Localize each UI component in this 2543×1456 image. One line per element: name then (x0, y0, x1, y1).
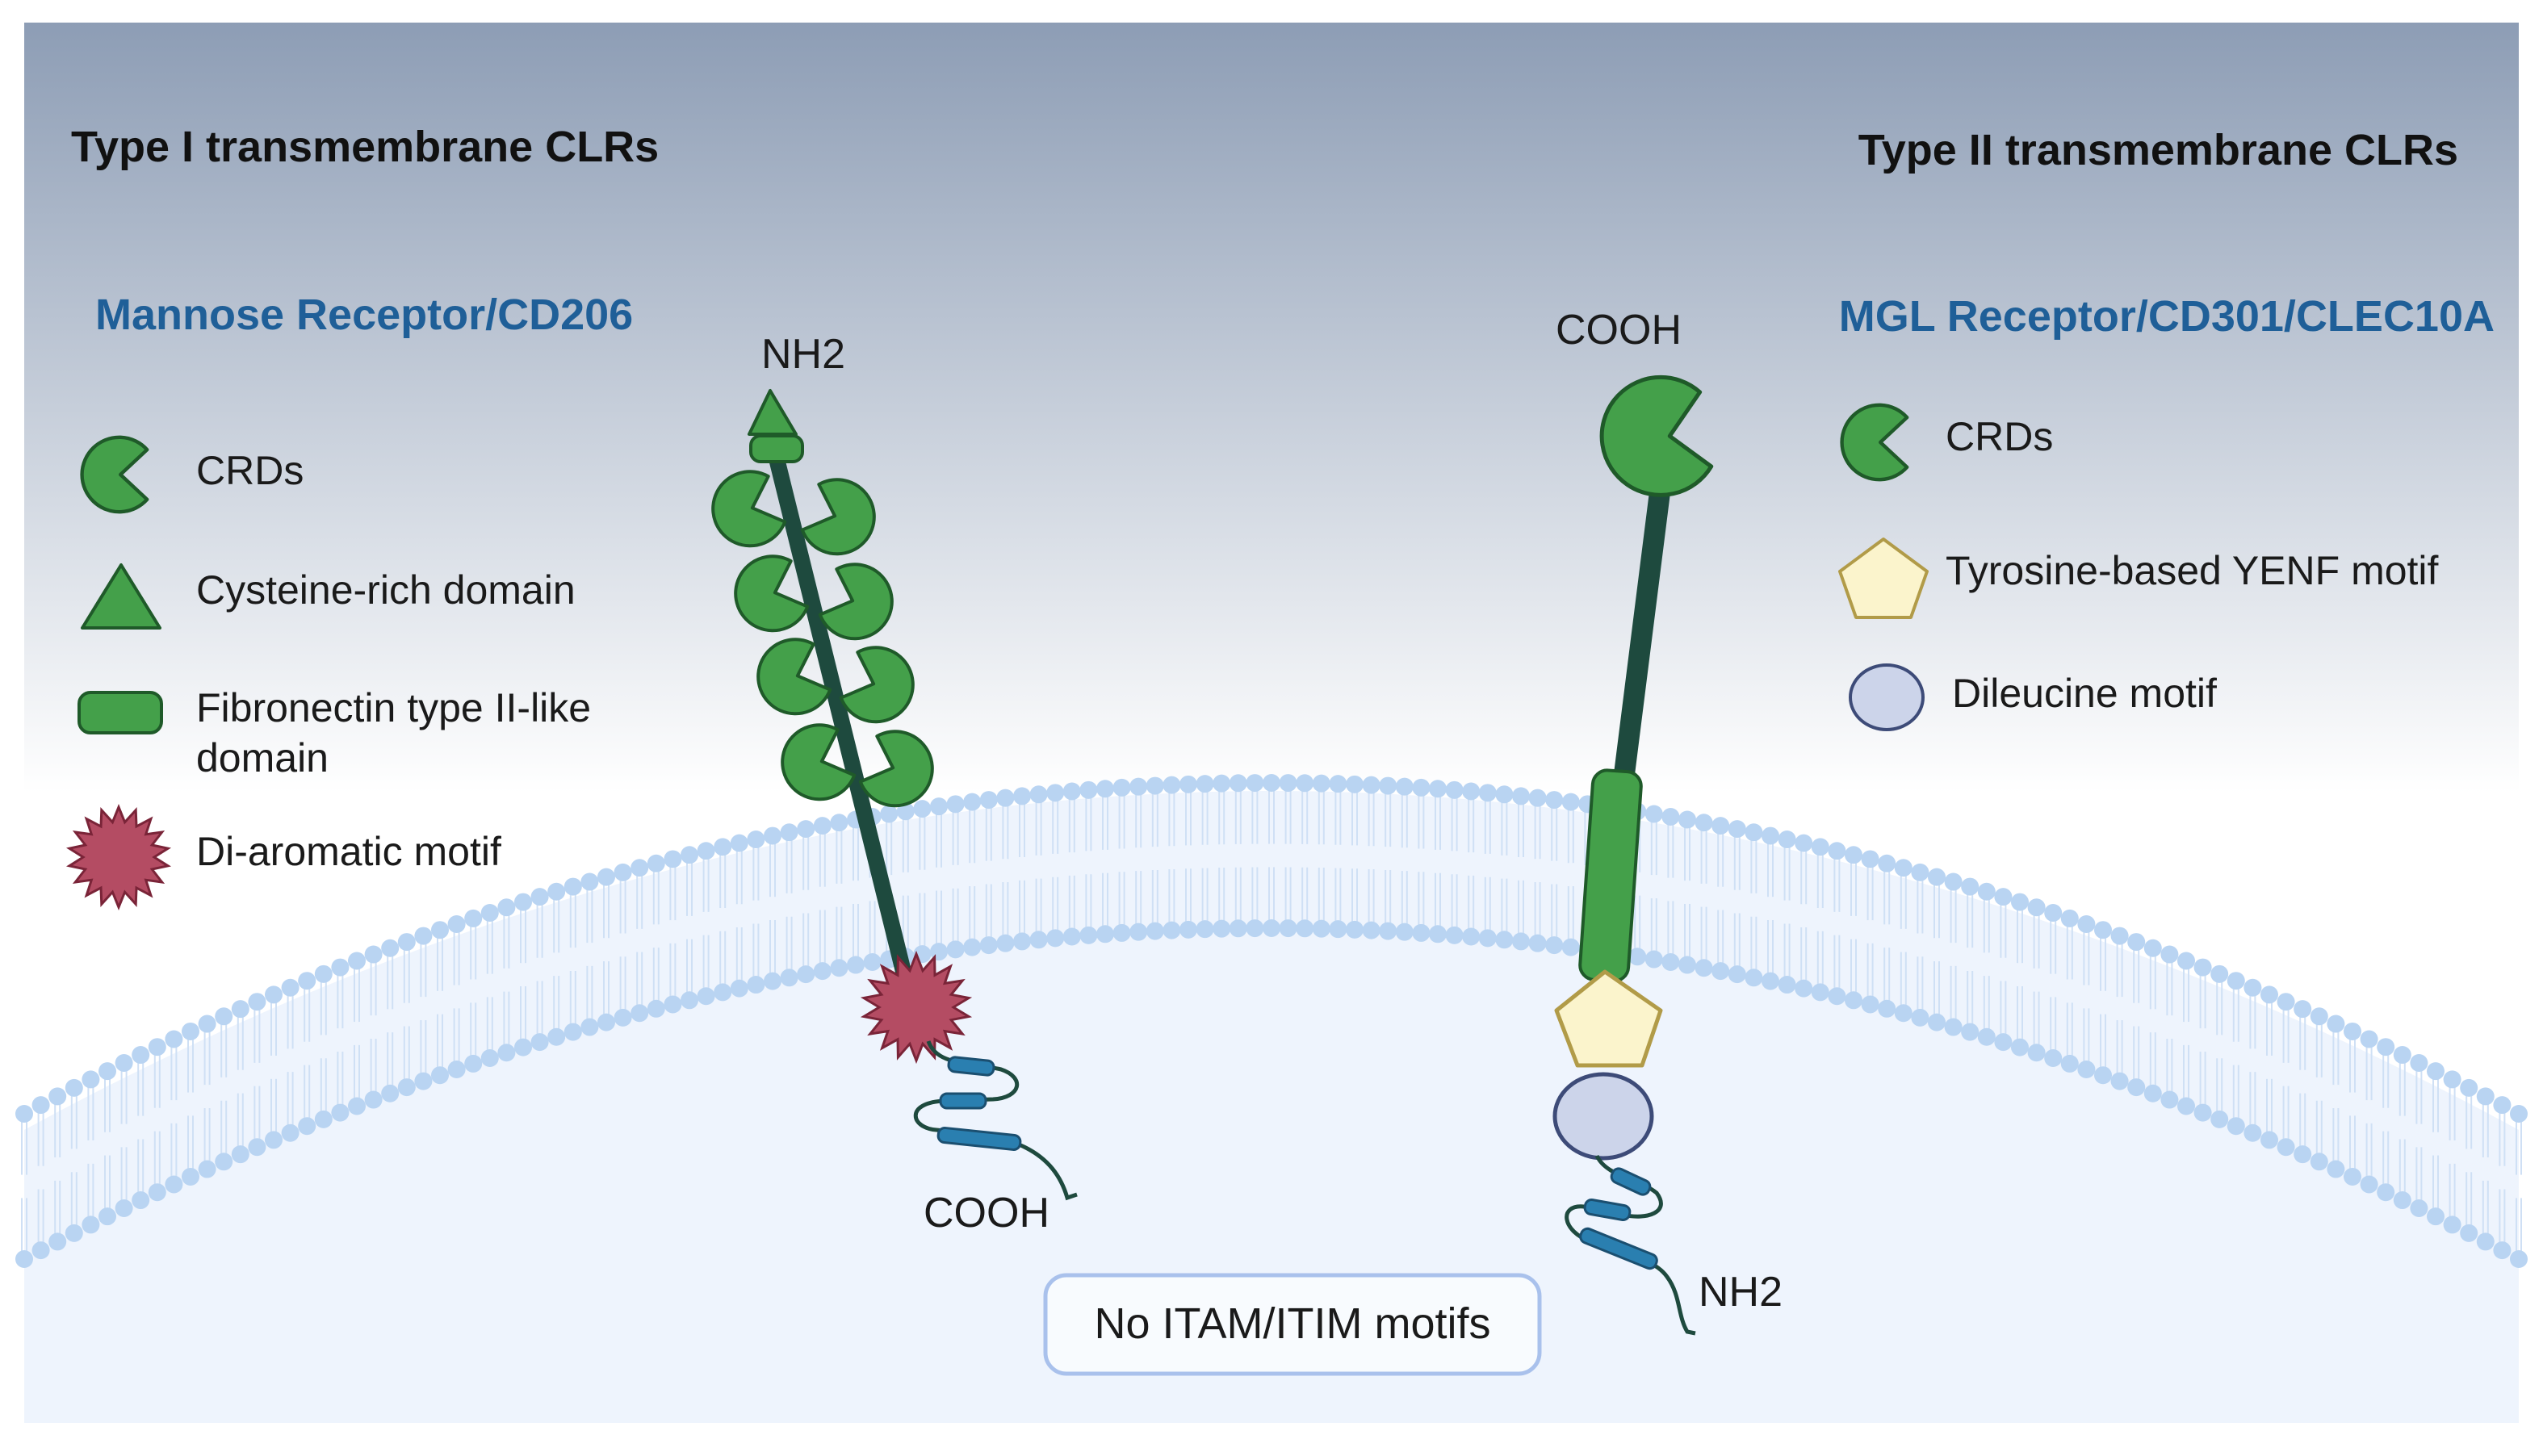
no-itam-itim-box: No ITAM/ITIM motifs (1043, 1273, 1542, 1376)
cysteine-rich-triangle-icon (81, 563, 161, 630)
tail-segment (939, 1092, 987, 1110)
type-i-heading: Type I transmembrane CLRs (71, 123, 659, 171)
type-ii-heading: Type II transmembrane CLRs (1858, 126, 2458, 174)
cysteine-rich-domain (748, 389, 798, 436)
crd-domain (818, 563, 894, 641)
legend-right-crds-label: CRDs (1946, 414, 2053, 459)
legend-fibronectin-label-line2: domain (196, 735, 329, 780)
crd-domain (734, 554, 810, 633)
legend-yenf-label: Tyrosine-based YENF motif (1946, 548, 2439, 593)
legend-crds-label: CRDs (196, 448, 304, 493)
tail-segment (1583, 1199, 1632, 1221)
crd-icon (80, 435, 149, 514)
yenf-motif (1554, 969, 1663, 1068)
tail-segment (1579, 1227, 1658, 1270)
di-aromatic-star-icon (65, 804, 172, 910)
mgl-receptor-subtitle: MGL Receptor/CD301/CLEC10A (1839, 292, 2495, 341)
fibronectin-domain-icon (78, 691, 163, 734)
mgl-receptor: COOH NH2 (1552, 307, 1783, 1336)
cell-interior (24, 791, 2519, 1423)
mannose-receptor: NH2 COOH (711, 331, 1078, 1236)
receptor-stalk (763, 428, 919, 1009)
crd-domain (711, 470, 787, 548)
cytoplasmic-tail (1565, 1154, 1696, 1336)
crd-domain (781, 723, 857, 801)
legend-cysteine-label: Cysteine-rich domain (196, 567, 576, 613)
legend-right: CRDs Tyrosine-based YENF motif Dileucine… (1838, 403, 2439, 731)
crd-domain (839, 646, 915, 724)
fibronectin-domain (749, 434, 804, 463)
tail-segment (1610, 1167, 1652, 1196)
tail-segment (936, 1127, 1022, 1151)
mgl-c-terminus-label: COOH (1556, 307, 1682, 354)
tail-segment (947, 1056, 995, 1077)
legend-dileucine-label: Dileucine motif (1952, 671, 2217, 716)
mannose-c-terminus-label: COOH (924, 1190, 1049, 1236)
di-aromatic-motif (860, 950, 973, 1065)
crd-domain (800, 478, 876, 556)
pentagon-icon (1838, 538, 1929, 619)
legend-di-aromatic-label: Di-aromatic motif (196, 829, 501, 874)
circle-icon (1849, 663, 1925, 731)
no-itam-itim-label: No ITAM/ITIM motifs (1094, 1299, 1490, 1348)
legend-left: CRDs Cysteine-rich domain Fibronectin ty… (65, 435, 591, 910)
mannose-n-terminus-label: NH2 (761, 331, 845, 378)
dileucine-motif (1552, 1072, 1654, 1161)
crd-icon (1840, 403, 1909, 482)
mgl-n-terminus-label: NH2 (1699, 1269, 1783, 1316)
mannose-receptor-subtitle: Mannose Receptor/CD206 (95, 291, 633, 339)
receptor-stalk (1612, 482, 1670, 797)
membrane-bilayer (15, 774, 2528, 1268)
crd-domain (858, 730, 934, 808)
legend-fibronectin-label: Fibronectin type II-like (196, 685, 591, 730)
crd-domain (756, 638, 832, 716)
crd-domain (1599, 374, 1714, 497)
crd-cluster (711, 470, 934, 808)
